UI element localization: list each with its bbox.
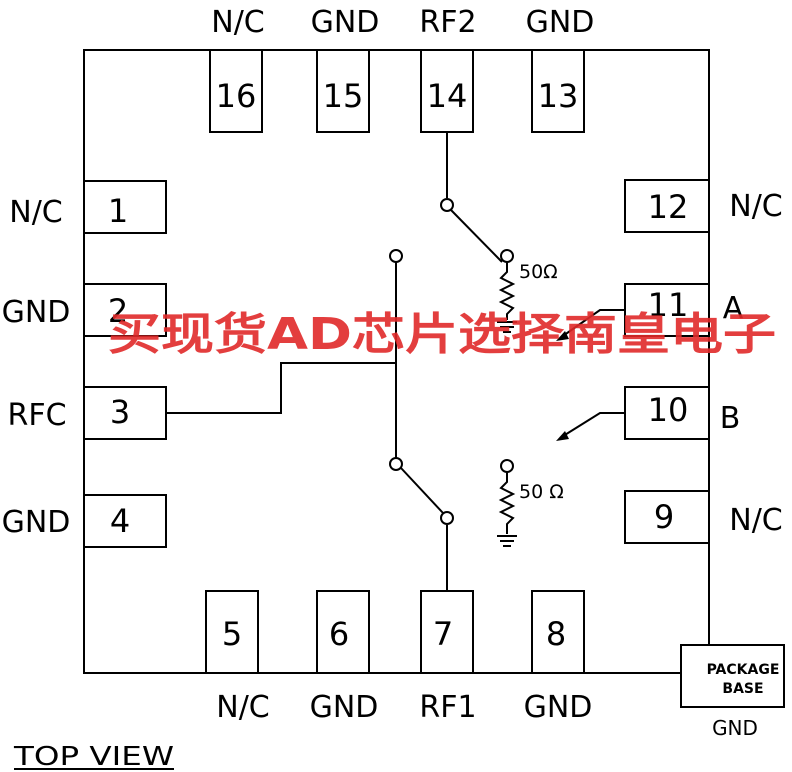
package-outline [83, 49, 710, 674]
package-base-line2: BASE [722, 681, 763, 697]
control-b-line [559, 412, 625, 439]
pin-16-name: N/C [211, 5, 265, 40]
pin-6-name: GND [310, 690, 379, 725]
pin-13-pad [531, 49, 585, 133]
bottom-pins [205, 590, 585, 674]
pin-8-name: GND [524, 690, 593, 725]
pin-3-number: 3 [110, 393, 130, 431]
view-label: TOP VIEW [13, 742, 174, 772]
pin-1-pad [83, 180, 167, 234]
lower-resistor-label: 50 Ω [519, 481, 564, 503]
pin-2-number: 2 [108, 292, 128, 330]
lower-resistor-icon [498, 472, 516, 534]
pin-2-pad [83, 283, 167, 337]
pin-9-name: N/C [729, 503, 783, 538]
pin-10-number: 10 [648, 391, 689, 429]
pin-4-pad [83, 494, 167, 548]
top-pins [209, 49, 585, 133]
pin-1-name: N/C [9, 195, 63, 230]
pin-8-pad [531, 590, 585, 674]
pin-5-number: 5 [222, 615, 242, 653]
pin-14-number: 14 [427, 77, 468, 115]
pin-15-number: 15 [323, 77, 364, 115]
pin-7-name: RF1 [419, 690, 476, 725]
pin-6-number: 6 [329, 615, 349, 653]
pin-3-pad [83, 386, 167, 440]
upper-resistor-icon [498, 262, 516, 320]
control-a-line [559, 309, 625, 339]
pin-3-name: RFC [7, 398, 66, 433]
pin-7-pad [420, 590, 474, 674]
pin-15-pad [316, 49, 370, 133]
pin-12-number: 12 [648, 188, 689, 226]
pin-12-pad [624, 179, 710, 233]
rf1-arm [400, 467, 444, 514]
control-b-arrowhead-icon [556, 431, 569, 441]
pin-4-name: GND [2, 505, 71, 540]
pin-13-name: GND [526, 5, 595, 40]
pin-12-name: N/C [729, 189, 783, 224]
pin-11-number: 11 [648, 286, 689, 324]
watermark-text: 买现货AD芯片选择南皇电子 [108, 309, 776, 360]
rf1-contact [440, 511, 454, 525]
pin-1-number: 1 [108, 192, 128, 230]
pin-11-name: A [723, 291, 744, 326]
pin-16-pad [209, 49, 263, 133]
pin-5-name: N/C [216, 690, 270, 725]
package-base-line1: PACKAGE [707, 662, 780, 678]
pin-9-pad [624, 490, 710, 544]
upper-common-contact [389, 249, 403, 263]
pin-13-number: 13 [538, 77, 579, 115]
rf2-arm [450, 209, 503, 263]
lower-resistor-node [500, 459, 514, 473]
pin-4-number: 4 [110, 502, 130, 540]
pin-7-number: 7 [433, 615, 453, 653]
control-a-arrowhead-icon [556, 331, 569, 341]
upper-resistor-node [500, 249, 514, 263]
package-base-gnd-label: GND [712, 716, 758, 740]
upper-resistor-label: 50Ω [519, 261, 558, 283]
pin-6-pad [316, 590, 370, 674]
switch-circuit [166, 132, 625, 591]
pin-9-number: 9 [654, 498, 674, 536]
rfc-trace [166, 362, 396, 414]
package-base-box [680, 644, 785, 708]
pin-5-pad [205, 590, 259, 674]
pin-2-name: GND [2, 295, 71, 330]
left-pins [83, 180, 167, 548]
pin-14-name: RF2 [419, 5, 476, 40]
pin-8-number: 8 [546, 615, 566, 653]
pin-10-name: B [720, 401, 741, 436]
pin-15-name: GND [311, 5, 380, 40]
pin-14-pad [420, 49, 474, 133]
lower-common-contact [389, 457, 403, 471]
right-pins [624, 179, 710, 544]
rf2-contact [440, 198, 454, 212]
pin-16-number: 16 [216, 77, 257, 115]
